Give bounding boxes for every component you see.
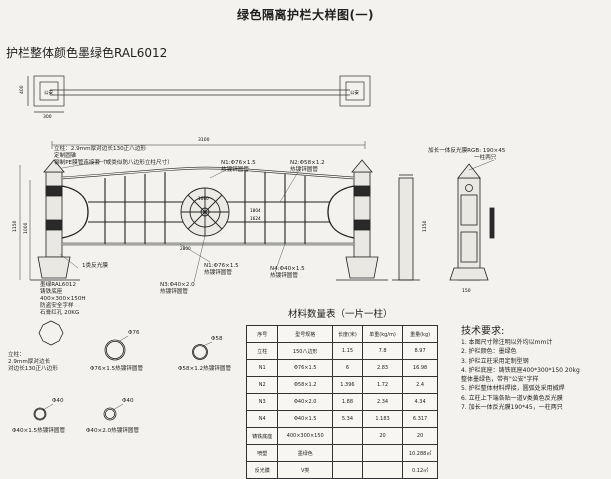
requirements-list: 1. 本图尺寸除注明以外均以mm计 2. 护栏颜色：墨绿色 3. 护栏立柱采用定… — [461, 338, 580, 412]
section-58 — [192, 344, 208, 360]
octagon-label: 立柱： 2.9mm厚对边长 对边长130正八边形 — [8, 352, 58, 372]
n3-callout: N3:Φ40×2.0 热镀锌圆管 — [160, 282, 195, 295]
leader-lines — [59, 159, 299, 283]
dim-plan-w: 300 — [43, 114, 52, 120]
left-post — [30, 159, 80, 281]
plan-post-right — [345, 81, 365, 101]
gongan-mark-right: 公安 — [350, 89, 359, 96]
n1-bottom-callout: N1:Φ76×1.5 热镀锌圆管 — [204, 263, 239, 276]
page-title: 绿色隔离护栏大样图(一) — [237, 8, 374, 22]
section-40b — [103, 407, 117, 421]
dim-inner: 2800 — [180, 246, 191, 251]
materials-title: 材料数量表（一片一柱） — [288, 309, 393, 320]
section-58-dim: Φ58 — [211, 336, 223, 342]
plan-base-left — [33, 75, 65, 107]
reflector-callout: 1类反光膜 — [82, 263, 108, 269]
right-arc-n3 — [327, 185, 355, 239]
section-76-dim: Φ76 — [128, 330, 140, 336]
overall-dimension — [51, 141, 366, 149]
plan-post-left — [39, 81, 59, 101]
section-58-label: Φ58×1.2热镀锌圆管 — [178, 366, 232, 372]
right-callout: 加长一体反光膜RGB: 190×45 一柱两只 — [428, 148, 506, 161]
list-item: 4. 护栏底座：铸铁底座400*300*150 20kg — [461, 366, 580, 374]
octagon-section — [38, 320, 64, 346]
list-item: 6. 立柱上下端各贴一道V类黄色反光膜 — [461, 394, 563, 402]
table-header: 长度(米) — [332, 325, 363, 343]
section-76-label: Φ76×1.5热镀锌圆管 — [90, 366, 144, 372]
list-item: 3. 护栏立柱采用定制型钢 — [461, 357, 529, 365]
reflector-strip — [489, 207, 495, 239]
section-40a-label: Φ40×1.5热镀锌圆管 — [12, 428, 66, 434]
dim-side-w: 150 — [462, 288, 471, 294]
post-callout: 立柱：2.9mm厚对边长130正八边形 定制圆锥 钢制PE膜管连接套（或类似防八… — [54, 146, 173, 166]
color-note: 护栏整体颜色墨绿色RAL6012 — [6, 46, 168, 60]
side-post — [449, 163, 489, 281]
table-header: 单重(kg/m) — [361, 325, 404, 343]
height-dimension — [19, 165, 31, 280]
requirements-title: 技术要求: — [461, 326, 505, 337]
table-header-row: 序号 型号规格 长度(米) 单重(kg/m) 重量(kg) — [245, 325, 438, 343]
dim-plan-h: 400 — [19, 85, 25, 94]
dim-overall: 3100 — [198, 137, 210, 143]
section-40a-dim: Φ40 — [52, 398, 64, 404]
list-item: 7. 加长一体反光膜190*45，一柱两只 — [461, 404, 563, 412]
section-details — [33, 320, 213, 421]
side-elevation — [392, 159, 495, 281]
table-header: 重量(kg) — [402, 325, 438, 343]
dim-bar3: 1624 — [250, 216, 261, 221]
n4-callout: N4:Φ40×1.5 热镀锌圆管 — [270, 266, 305, 279]
table-header: 型号规格 — [277, 325, 333, 343]
n2-top-callout: N2:Φ58×1.2 热镀锌圆管 — [290, 160, 325, 173]
dim-bar1: 1660 — [198, 196, 209, 201]
section-40b-dim: Φ40 — [122, 398, 134, 404]
plan-view — [27, 75, 371, 113]
list-item: 5. 护栏整体材料焊接，圆弧处采用搣焊 — [461, 385, 565, 393]
n1-top-callout: N1:Φ76×1.5 热镀锌圆管 — [221, 160, 256, 173]
right-post — [336, 159, 388, 281]
list-item: 2. 护栏颜色：墨绿色 — [461, 348, 517, 356]
section-40a — [33, 407, 47, 421]
dim-side-height: 1150 — [422, 220, 428, 232]
center-emblem — [180, 187, 230, 237]
dim-height-inner: 1000 — [23, 222, 29, 234]
base-callout: 墨绿RAL6012 铸铁底座 400×300×150H 防盗安全字样 石膏红孔 … — [40, 282, 86, 316]
dim-bar2: 1804 — [250, 208, 261, 213]
plan-base-right — [339, 75, 371, 107]
left-arc-n3 — [61, 185, 89, 239]
section-76 — [104, 339, 126, 361]
list-item: 1. 本图尺寸除注明以外均以mm计 — [461, 339, 553, 346]
gongan-mark-left: 公安 — [44, 89, 53, 96]
table-header: 序号 — [245, 325, 279, 343]
list-item: 整体墨绿色，带有"公安"字样 — [461, 376, 539, 384]
elevation — [30, 159, 388, 281]
section-40b-label: Φ40×2.0热镀锌圆管 — [86, 428, 140, 434]
dim-height-total: 1150 — [12, 220, 18, 232]
